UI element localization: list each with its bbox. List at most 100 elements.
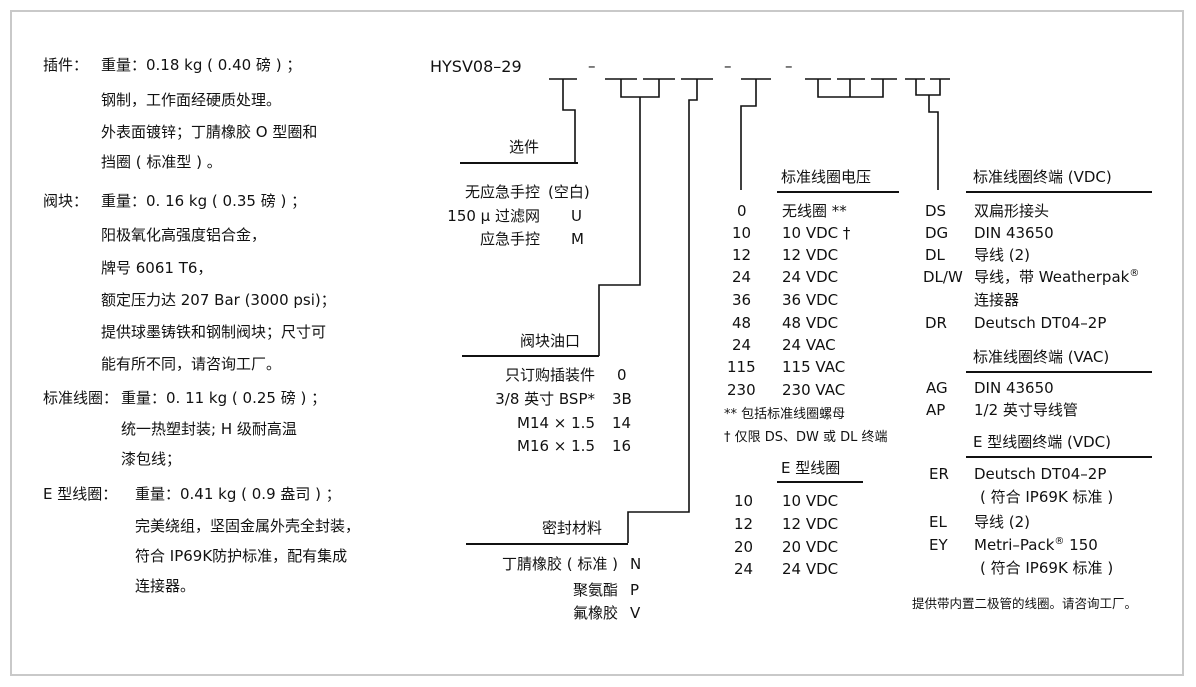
model-dash: – (724, 57, 732, 75)
e-voltage-label: 12 VDC (782, 515, 839, 533)
voltage-footnote: ** 包括标准线圈螺母 (724, 407, 846, 422)
e-coil-line: 重量：0.41 kg ( 0.9 盎司 ) ； (135, 485, 341, 503)
port-code: 0 (617, 366, 627, 384)
term-label: 1/2 英寸导线管 (974, 401, 1078, 419)
voltage-code: 230 (727, 381, 756, 399)
e-coil-line: 完美绕组，坚固金属外壳全封装， (135, 517, 361, 535)
e-voltage-label: 10 VDC (782, 492, 839, 510)
seals-header: 密封材料 (542, 519, 603, 537)
voltage-code: 10 (732, 224, 752, 242)
port-code: 14 (612, 414, 632, 432)
options-header-underline (460, 162, 578, 164)
term-label: ( 符合 IP69K 标准 ) (980, 559, 1114, 577)
std-coil-line: 重量：0. 11 kg ( 0.25 磅 ) ； (121, 389, 327, 407)
seal-code: V (630, 604, 641, 622)
port-code: 16 (612, 437, 632, 455)
voltage-label: 24 VAC (782, 336, 836, 354)
term-vac-header-underline (966, 371, 1152, 373)
model-code: HYSV08–29 (430, 57, 522, 76)
term-vac-header: 标准线圈终端 (VAC) (973, 348, 1110, 366)
e-voltage-code: 10 (734, 492, 754, 510)
term-code: ER (929, 465, 949, 483)
ports-header: 阀块油口 (520, 332, 581, 350)
option-label: 无应急手控 (464, 183, 540, 201)
term-code: DS (925, 202, 947, 220)
term-vdc-header: 标准线圈终端 (VDC) (973, 168, 1112, 186)
term-code: AP (926, 401, 946, 419)
term-code: EL (929, 513, 947, 531)
term-label-weatherpak: 导线，带 Weatherpak® (974, 268, 1140, 286)
term-code: EY (929, 536, 948, 554)
e-voltage-header-underline (777, 481, 863, 483)
option-code: U (571, 207, 582, 225)
term-label: 双扁形接头 (974, 202, 1050, 220)
seal-label: 氟橡胶 (572, 604, 618, 622)
e-coil-label: E 型线圈： (43, 485, 118, 503)
ports-header-underline (462, 355, 599, 357)
voltage-label: 115 VAC (782, 358, 846, 376)
diode-footnote: 提供带内置二极管的线圈。请咨询工厂。 (912, 596, 1138, 611)
voltage-label: 10 VDC † (782, 224, 851, 242)
term-label: DIN 43650 (974, 224, 1054, 242)
voltage-label: 24 VDC (782, 268, 839, 286)
term-label: 导线 (2) (974, 246, 1031, 264)
option-code: (空白) (548, 183, 590, 201)
voltage-label: 无线圈 ** (782, 202, 847, 220)
voltage-code: 24 (732, 268, 752, 286)
options-header: 选件 (509, 138, 540, 156)
term-code: DL (925, 246, 945, 264)
e-voltage-header: E 型线圈 (781, 459, 841, 477)
voltage-code: 12 (732, 246, 752, 264)
model-dash: – (785, 57, 793, 75)
voltage-label: 230 VAC (782, 381, 846, 399)
model-dash: – (588, 57, 596, 75)
seal-label: 丁腈橡胶 ( 标准 ) (501, 555, 618, 573)
term-label: 连接器 (974, 291, 1020, 309)
e-voltage-label: 24 VDC (782, 560, 839, 578)
voltage-footnote: † 仅限 DS、DW 或 DL 终端 (724, 430, 888, 445)
seal-code: P (630, 581, 640, 599)
voltage-code: 0 (737, 202, 747, 220)
term-code: AG (926, 379, 948, 397)
voltage-code: 48 (732, 314, 752, 332)
seal-label: 聚氨酯 (572, 581, 618, 599)
std-coil-label: 标准线圈： (43, 389, 119, 407)
term-label: DIN 43650 (974, 379, 1054, 397)
voltage-label: 48 VDC (782, 314, 839, 332)
body-line: 提供球墨铸铁和钢制阀块；尺寸可 (101, 323, 327, 341)
seals-header-underline (466, 543, 628, 545)
body-line: 阳极氧化高强度铝合金， (101, 226, 267, 244)
cartridge-line: 挡圈 ( 标准型 ) 。 (101, 153, 222, 171)
term-label: 导线 (2) (974, 513, 1031, 531)
body-line: 牌号 6061 T6， (101, 259, 213, 277)
option-code: M (571, 230, 584, 248)
body-line: 能有所不同，请咨询工厂。 (101, 355, 282, 373)
std-voltage-header: 标准线圈电压 (781, 168, 872, 186)
body-label: 阀块： (43, 192, 89, 210)
e-voltage-code: 20 (734, 538, 754, 556)
e-coil-line: 连接器。 (135, 577, 196, 595)
std-coil-line: 统一热塑封装; H 级耐高温 (121, 420, 297, 438)
term-label: Deutsch DT04–2P (974, 465, 1107, 483)
term-code: DG (925, 224, 949, 242)
cartridge-line: 重量：0.18 kg ( 0.40 磅 ) ； (101, 56, 302, 74)
e-voltage-code: 24 (734, 560, 754, 578)
cartridge-label: 插件： (43, 56, 89, 74)
port-label: M16 × 1.5 (517, 437, 595, 455)
e-coil-line: 符合 IP69K防护标准，配有集成 (135, 547, 348, 565)
body-line: 重量：0. 16 kg ( 0.35 磅 ) ； (101, 192, 307, 210)
cartridge-line: 钢制，工作面经硬质处理。 (101, 91, 282, 109)
term-code: DL/W (923, 268, 963, 286)
voltage-label: 36 VDC (782, 291, 839, 309)
port-label: 3/8 英寸 BSP* (495, 390, 595, 408)
cartridge-line: 外表面镀锌；丁腈橡胶 O 型圈和 (101, 123, 318, 141)
port-label: M14 × 1.5 (517, 414, 595, 432)
term-label: Deutsch DT04–2P (974, 314, 1107, 332)
content-frame (10, 10, 1184, 676)
std-voltage-header-underline (777, 191, 899, 193)
seal-code: N (630, 555, 642, 573)
term-code: DR (925, 314, 947, 332)
term-label: ( 符合 IP69K 标准 ) (980, 488, 1114, 506)
term-e-header: E 型线圈终端 (VDC) (973, 433, 1112, 451)
